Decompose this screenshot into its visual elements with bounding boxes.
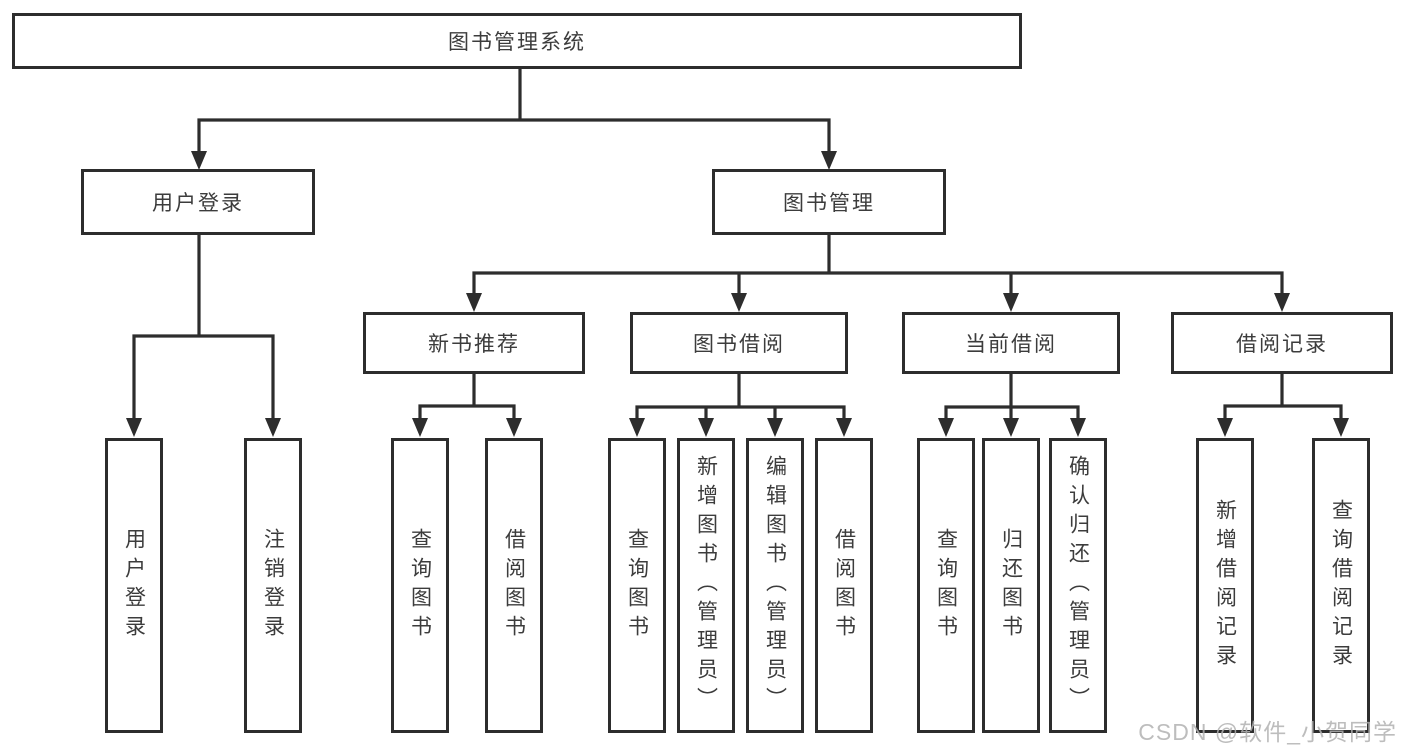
node-book-management-label: 图书管理 <box>783 192 875 215</box>
csdn-watermark: CSDN @软件_小贺同学 <box>1138 719 1397 745</box>
leaf-label: 新增图书（管理员） <box>694 455 718 716</box>
node-bb-add-books-admin: 新增图书（管理员） <box>677 438 735 733</box>
connector-book-mgmt <box>472 233 1284 296</box>
leaf-label: 编辑图书（管理员） <box>763 455 787 716</box>
leaf-label: 借阅图书 <box>502 527 526 644</box>
connector-root <box>197 66 831 154</box>
node-root: 图书管理系统 <box>12 13 1022 69</box>
leaf-label: 确认归还（管理员） <box>1066 455 1090 716</box>
node-bb-borrow-books: 借阅图书 <box>815 438 873 733</box>
leaf-label: 归还图书 <box>999 527 1023 644</box>
node-root-label: 图书管理系统 <box>448 31 586 54</box>
node-cb-confirm-return-admin: 确认归还（管理员） <box>1049 438 1107 733</box>
node-nb-query-books: 查询图书 <box>391 438 449 733</box>
node-book-management: 图书管理 <box>712 169 946 235</box>
node-bb-query-books: 查询图书 <box>608 438 666 733</box>
connector-borrow-records <box>1223 372 1343 421</box>
node-new-book-recommend: 新书推荐 <box>363 312 585 374</box>
leaf-label: 用户登录 <box>122 527 146 644</box>
node-book-borrow: 图书借阅 <box>630 312 848 374</box>
leaf-label: 查询借阅记录 <box>1329 498 1353 673</box>
node-br-add-record: 新增借阅记录 <box>1196 438 1254 733</box>
node-bb-edit-books-admin: 编辑图书（管理员） <box>746 438 804 733</box>
node-logout-action: 注销登录 <box>244 438 302 733</box>
arrowheads <box>126 151 1349 437</box>
node-current-borrow: 当前借阅 <box>902 312 1120 374</box>
node-book-borrow-label: 图书借阅 <box>693 333 785 356</box>
node-borrow-records-label: 借阅记录 <box>1236 333 1328 356</box>
node-new-book-recommend-label: 新书推荐 <box>428 333 520 356</box>
leaf-label: 借阅图书 <box>832 527 856 644</box>
connector-user-login <box>132 233 275 421</box>
node-user-login: 用户登录 <box>81 169 315 235</box>
node-borrow-records: 借阅记录 <box>1171 312 1393 374</box>
node-nb-borrow-books: 借阅图书 <box>485 438 543 733</box>
node-user-login-action: 用户登录 <box>105 438 163 733</box>
connector-book-borrow <box>635 372 846 421</box>
node-user-login-label: 用户登录 <box>152 192 244 215</box>
leaf-label: 查询图书 <box>934 527 958 644</box>
connector-new-books <box>418 372 516 421</box>
connector-current-borrow <box>944 372 1080 421</box>
node-current-borrow-label: 当前借阅 <box>965 333 1057 356</box>
node-cb-return-books: 归还图书 <box>982 438 1040 733</box>
node-br-query-record: 查询借阅记录 <box>1312 438 1370 733</box>
leaf-label: 新增借阅记录 <box>1213 498 1237 673</box>
node-cb-query-books: 查询图书 <box>917 438 975 733</box>
leaf-label: 注销登录 <box>261 527 285 644</box>
leaf-label: 查询图书 <box>625 527 649 644</box>
leaf-label: 查询图书 <box>408 527 432 644</box>
